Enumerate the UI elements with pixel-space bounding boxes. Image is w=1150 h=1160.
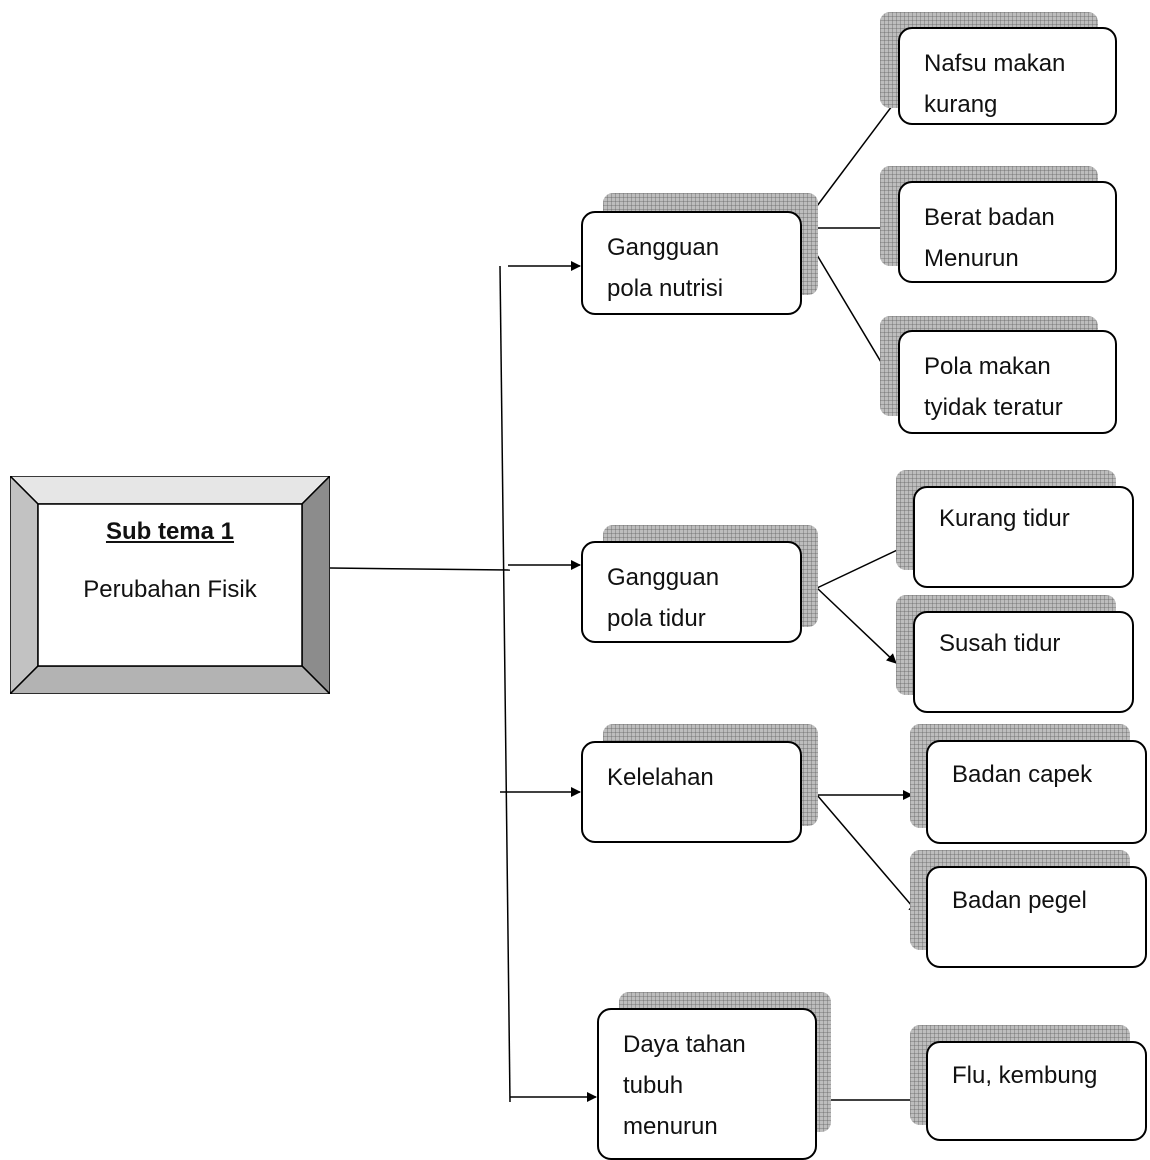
connector-cat3-detail7 bbox=[816, 794, 919, 914]
detail-node-badan-pegel: Badan pegel bbox=[926, 866, 1147, 968]
connector-cat2-detail5 bbox=[816, 587, 897, 664]
detail-node-susah-tidur: Susah tidur bbox=[913, 611, 1134, 713]
detail-node-badan-capek: Badan capek bbox=[926, 740, 1147, 844]
root-title: Sub tema 1 bbox=[105, 518, 235, 545]
connector-root-trunk bbox=[329, 567, 511, 571]
root-bevel-box bbox=[10, 476, 330, 694]
root-subtitle: Perubahan Fisik bbox=[83, 576, 257, 603]
category-node-daya-tahan: Daya tahan tubuh menurun bbox=[597, 1008, 817, 1160]
detail-node-pola-makan: Pola makan tyidak teratur bbox=[898, 330, 1117, 434]
category-node-kelelahan: Kelelahan bbox=[581, 741, 802, 843]
root-node: Sub tema 1 Perubahan Fisik bbox=[38, 504, 302, 666]
detail-node-kurang-tidur: Kurang tidur bbox=[913, 486, 1134, 588]
connector-cat1-detail1 bbox=[801, 97, 899, 227]
detail-node-flu-kembung: Flu, kembung bbox=[926, 1041, 1147, 1141]
category-node-nutrisi: Gangguan pola nutrisi bbox=[581, 211, 802, 315]
detail-node-berat-badan: Berat badan Menurun bbox=[898, 181, 1117, 283]
connector-trunk bbox=[499, 265, 511, 1103]
category-node-tidur: Gangguan pola tidur bbox=[581, 541, 802, 643]
detail-node-nafsu-makan: Nafsu makan kurang bbox=[898, 27, 1117, 125]
